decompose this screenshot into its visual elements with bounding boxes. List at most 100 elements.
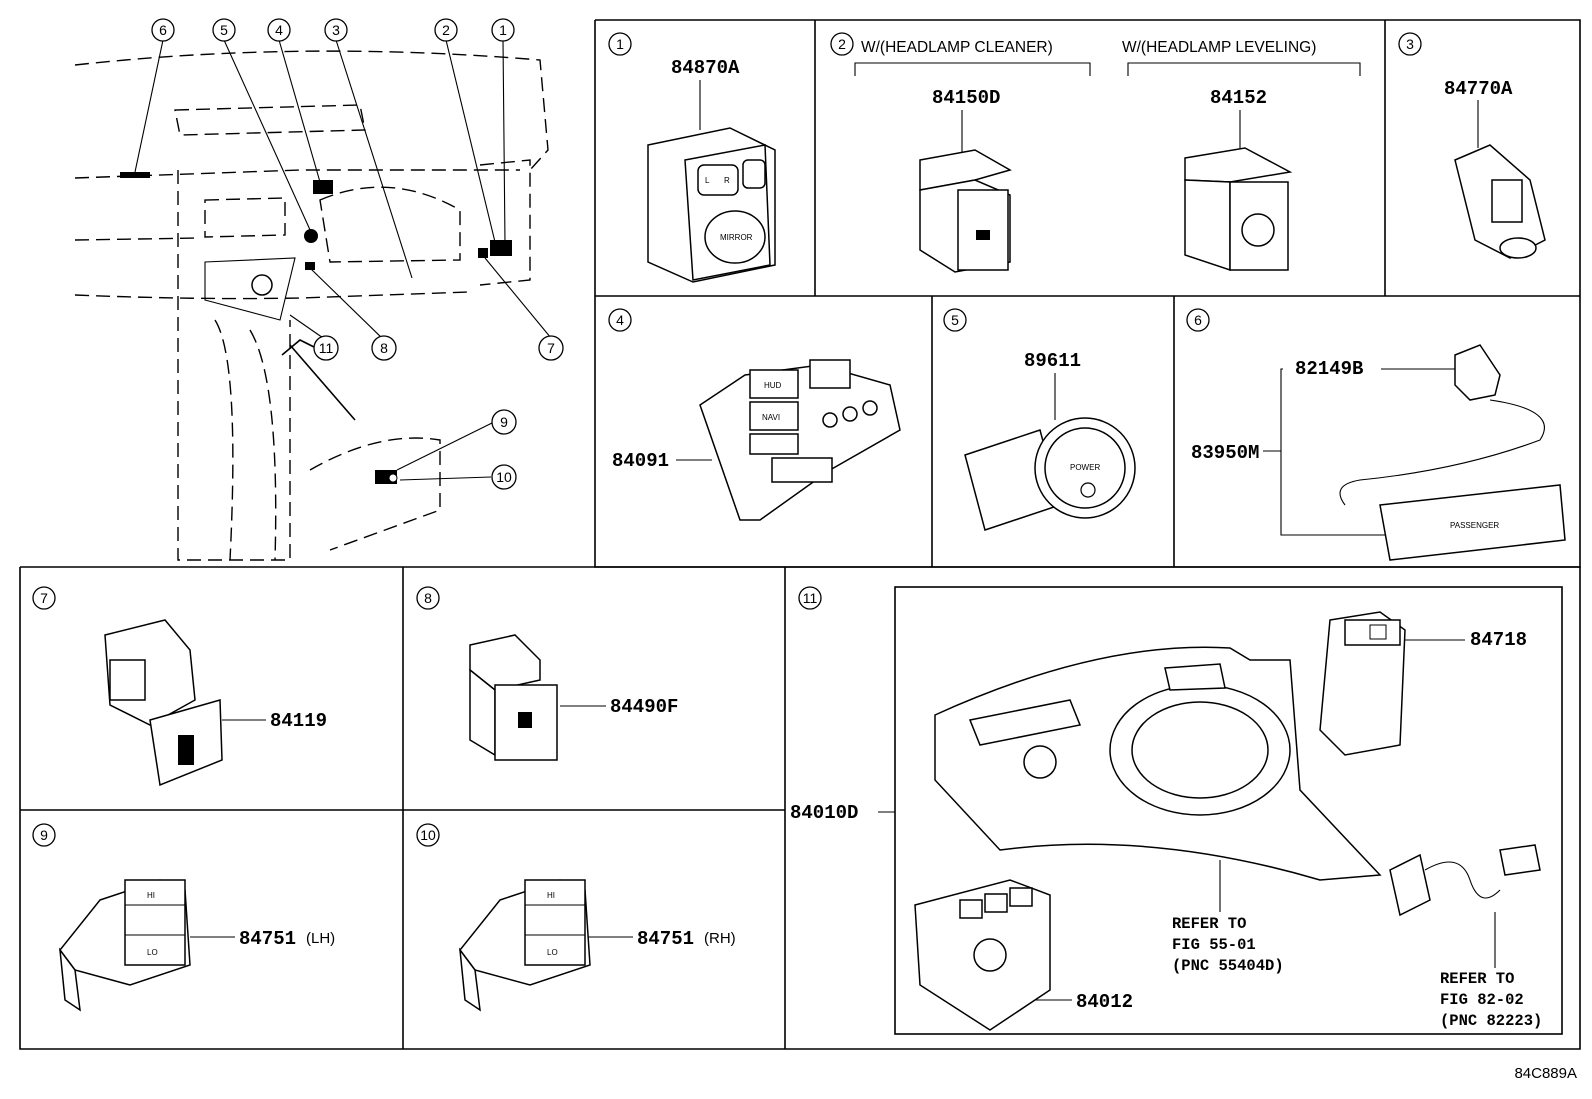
overview-leaders (134, 39, 552, 481)
svg-text:10: 10 (496, 469, 512, 485)
reference-note-b: REFER TO FIG 82-02 (PNC 82223) (1440, 970, 1542, 1030)
svg-text:HI: HI (547, 891, 555, 900)
svg-text:8: 8 (424, 590, 432, 606)
svg-text:(PNC 82223): (PNC 82223) (1440, 1012, 1542, 1030)
svg-text:MIRROR: MIRROR (720, 233, 753, 242)
overview-callouts: 6 5 4 3 2 1 7 8 11 9 10 (151, 18, 564, 490)
diagram-id: 84C889A (1514, 1065, 1577, 1082)
panel-7: 7 84119 (32, 586, 327, 787)
svg-text:4: 4 (275, 22, 283, 38)
switch-84718-illustration (1319, 611, 1406, 756)
svg-text:FIG 82-02: FIG 82-02 (1440, 991, 1524, 1009)
header-headlamp-leveling: W/(HEADLAMP LEVELING) (1122, 39, 1316, 56)
svg-text:2: 2 (838, 36, 846, 52)
svg-text:HI: HI (147, 891, 155, 900)
svg-text:10: 10 (420, 827, 436, 843)
callout-4: 4 (267, 18, 291, 42)
panel-11: 11 84010D 84718 84012 (790, 586, 1542, 1031)
switch-84012-illustration (914, 879, 1051, 1031)
panel-9: 9 84751 (LH) HI LO (32, 823, 335, 1012)
svg-text:4: 4 (616, 312, 624, 328)
part-number-84150D: 84150D (932, 87, 1000, 109)
svg-text:LO: LO (547, 948, 558, 957)
panel-5: 5 89611 POWER (943, 308, 1136, 531)
svg-text:PASSENGER: PASSENGER (1450, 521, 1499, 530)
svg-text:1: 1 (499, 22, 507, 38)
callout-5: 5 (212, 18, 236, 42)
part-number-84119: 84119 (270, 710, 327, 732)
svg-text:POWER: POWER (1070, 463, 1100, 472)
seat-heater-switch-lh-illustration: HI LO (58, 879, 191, 1012)
side-lh: (LH) (306, 930, 335, 947)
console-panel-illustration (934, 646, 1382, 881)
panel-3: 3 84770A (1398, 32, 1546, 259)
overview-dashboard (74, 50, 549, 561)
headlamp-leveling-switch-illustration (1184, 147, 1293, 272)
panel-1: 1 84870A L R MIRROR (608, 32, 776, 283)
svg-text:9: 9 (40, 827, 48, 843)
svg-text:3: 3 (1406, 36, 1414, 52)
svg-text:5: 5 (951, 312, 959, 328)
callout-8: 8 (371, 335, 397, 361)
svg-text:7: 7 (547, 340, 555, 356)
part-number-84490F: 84490F (610, 696, 678, 718)
svg-text:3: 3 (332, 22, 340, 38)
svg-text:R: R (724, 176, 730, 185)
svg-text:7: 7 (40, 590, 48, 606)
header-headlamp-cleaner: W/(HEADLAMP CLEANER) (861, 39, 1053, 56)
part-number-84091: 84091 (612, 450, 669, 472)
panel-grid (19, 19, 1581, 1050)
part-number-84012: 84012 (1076, 991, 1133, 1013)
svg-text:11: 11 (319, 340, 334, 356)
svg-text:2: 2 (442, 22, 450, 38)
svg-text:8: 8 (380, 340, 388, 356)
svg-text:REFER TO: REFER TO (1172, 915, 1246, 933)
panel-6: 6 82149B 83950M PASSENGER (1186, 308, 1566, 561)
callout-1: 1 (491, 18, 515, 42)
callout-6: 6 (151, 18, 175, 42)
hud-navi-switch-illustration: HUD NAVI (699, 359, 901, 521)
svg-text:HUD: HUD (764, 381, 782, 390)
part-number-83950M: 83950M (1191, 442, 1259, 464)
switch-84119-illustration (104, 619, 223, 787)
svg-text:1: 1 (616, 36, 624, 52)
svg-text:REFER TO: REFER TO (1440, 970, 1514, 988)
panel-4: 4 84091 HUD NAVI (608, 308, 901, 521)
callout-3: 3 (324, 18, 348, 42)
svg-text:11: 11 (803, 590, 818, 606)
reference-note-a: REFER TO FIG 55-01 (PNC 55404D) (1172, 915, 1284, 975)
svg-text:6: 6 (1194, 312, 1202, 328)
part-number-84718: 84718 (1470, 629, 1527, 651)
callout-2: 2 (434, 18, 458, 42)
seat-heater-switch-rh-illustration: HI LO (458, 879, 591, 1012)
side-rh: (RH) (704, 930, 736, 947)
mirror-switch-illustration: L R MIRROR (647, 127, 776, 283)
switch-84490F-illustration (469, 634, 558, 761)
part-number-84010D: 84010D (790, 802, 858, 824)
part-number-84770A: 84770A (1444, 78, 1513, 100)
part-number-84870A: 84870A (671, 57, 740, 79)
headlamp-cleaner-switch-illustration (919, 149, 1012, 273)
part-number-84152: 84152 (1210, 87, 1267, 109)
svg-text:(PNC 55404D): (PNC 55404D) (1172, 957, 1284, 975)
svg-text:9: 9 (500, 414, 508, 430)
svg-text:L: L (705, 176, 710, 185)
callout-11: 11 (313, 335, 339, 361)
panel-2: 2 W/(HEADLAMP CLEANER) W/(HEADLAMP LEVEL… (830, 32, 1361, 273)
panel-10: 10 84751 (RH) HI LO (416, 823, 736, 1012)
svg-text:NAVI: NAVI (762, 413, 780, 422)
callout-9: 9 (491, 409, 517, 435)
svg-text:FIG 55-01: FIG 55-01 (1172, 936, 1256, 954)
callout-7: 7 (538, 335, 564, 361)
connector-harness-illustration (1389, 844, 1541, 917)
panel-8: 8 84490F (416, 586, 678, 761)
svg-text:LO: LO (147, 948, 158, 957)
callout-10: 10 (491, 464, 517, 490)
part-number-89611: 89611 (1024, 350, 1081, 372)
power-button-illustration: POWER (964, 417, 1136, 531)
part-number-84751-rh: 84751 (637, 928, 694, 950)
part-number-82149B: 82149B (1295, 358, 1363, 380)
svg-text:5: 5 (220, 22, 228, 38)
switch-84770A-illustration (1454, 144, 1546, 259)
